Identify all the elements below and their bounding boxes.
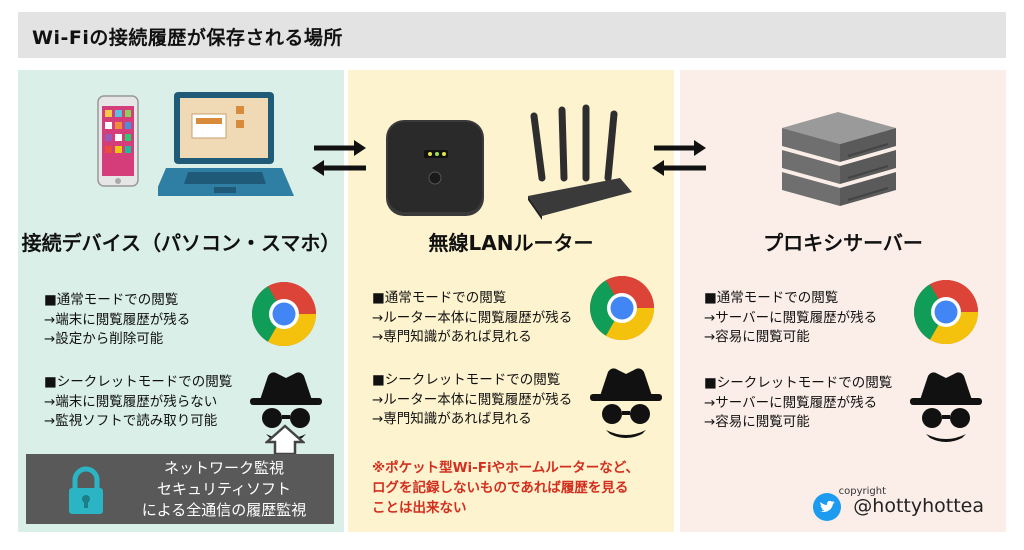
- text-line: ■シークレットモードでの閲覧: [372, 372, 561, 388]
- incognito-icon: [910, 372, 982, 442]
- smartphone-icon: [97, 95, 139, 187]
- copyright-label: copyright: [838, 486, 886, 497]
- text-line: →容易に閲覧可能: [704, 329, 810, 345]
- text-line: →サーバーに閲覧履歴が残る: [704, 394, 878, 411]
- lock-icon: [69, 466, 103, 514]
- secret-mode-text: ■シークレットモードでの閲覧 →ルーター本体に閲覧履歴が残る →専門知識があれば…: [372, 371, 572, 430]
- bidirectional-arrow-icon: [310, 138, 370, 180]
- text-line: ■シークレットモードでの閲覧: [704, 375, 893, 391]
- credit-handle[interactable]: @hottyhottea: [853, 495, 984, 517]
- secret-mode-text: ■シークレットモードでの閲覧 →端末に閲覧履歴が残らない →監視ソフトで読み取り…: [44, 373, 232, 432]
- note-text: ※ポケット型Wi-Fiやホームルーターなど、 ログを記録しないものであれば履歴を…: [372, 458, 639, 518]
- text-line: →専門知識があれば見れる: [372, 411, 532, 427]
- normal-mode-text: ■通常モードでの閲覧 →端末に閲覧履歴が残る →設定から削除可能: [44, 291, 190, 350]
- text-line: →専門知識があれば見れる: [372, 329, 532, 345]
- panel-proxy-server: プロキシサーバー ■通常モードでの閲覧 →サーバーに閲覧履歴が残る →容易に閲覧…: [680, 70, 1006, 532]
- chrome-icon: [590, 276, 654, 340]
- server-icon: [782, 112, 896, 206]
- normal-mode-text: ■通常モードでの閲覧 →サーバーに閲覧履歴が残る →容易に閲覧可能: [704, 289, 877, 348]
- monitoring-software-box: ネットワーク監視 セキュリティソフト による全通信の履歴監視: [26, 454, 334, 524]
- panel-heading: 接続デバイス（パソコン・スマホ）: [21, 231, 341, 255]
- text-line: →端末に閲覧履歴が残る: [44, 311, 191, 328]
- text-line: →サーバーに閲覧履歴が残る: [704, 309, 878, 326]
- text-line: セキュリティソフト: [156, 480, 292, 498]
- chrome-icon: [252, 282, 316, 346]
- laptop-icon: [158, 92, 294, 196]
- text-line: →設定から削除可能: [44, 331, 164, 347]
- text-line: →容易に閲覧可能: [704, 414, 810, 430]
- text-line: ■通常モードでの閲覧: [372, 290, 507, 306]
- bidirectional-arrow-icon: [650, 138, 710, 180]
- panel-connected-device: 接続デバイス（パソコン・スマホ） ■通常モードでの閲覧 →端末に閲覧履歴が残る …: [18, 70, 344, 532]
- panel-heading: 無線LANルーター: [428, 231, 594, 255]
- text-line: ■通常モードでの閲覧: [44, 292, 179, 308]
- text-line: ログを記録しないものであれば履歴を見る: [372, 480, 629, 496]
- text-line: →端末に閲覧履歴が残らない: [44, 393, 218, 410]
- text-line: ことは出来ない: [372, 500, 467, 516]
- secret-mode-text: ■シークレットモードでの閲覧 →サーバーに閲覧履歴が残る →容易に閲覧可能: [704, 374, 892, 433]
- up-arrow-icon: [265, 424, 305, 456]
- text-line: ■通常モードでの閲覧: [704, 290, 839, 306]
- normal-mode-text: ■通常モードでの閲覧 →ルーター本体に閲覧履歴が残る →専門知識があれば見れる: [372, 289, 572, 348]
- panel-wireless-router: 無線LANルーター ■通常モードでの閲覧 →ルーター本体に閲覧履歴が残る →専門…: [348, 70, 674, 532]
- monitoring-text: ネットワーク監視 セキュリティソフト による全通信の履歴監視: [124, 458, 324, 521]
- panel-heading: プロキシサーバー: [763, 231, 923, 255]
- page-title: Wi-Fiの接続履歴が保存される場所: [32, 27, 343, 49]
- chrome-icon: [914, 280, 978, 344]
- text-line: →監視ソフトで読み取り可能: [44, 413, 218, 429]
- router-icon: [528, 104, 632, 220]
- text-line: ■シークレットモードでの閲覧: [44, 374, 233, 390]
- text-line: ネットワーク監視: [163, 459, 284, 477]
- text-line: →ルーター本体に閲覧履歴が残る: [372, 391, 573, 408]
- twitter-icon[interactable]: [812, 492, 842, 522]
- title-bar: Wi-Fiの接続履歴が保存される場所: [18, 12, 1006, 58]
- text-line: による全通信の履歴監視: [141, 501, 307, 519]
- incognito-icon: [590, 368, 662, 438]
- text-line: ※ポケット型Wi-Fiやホームルーターなど、: [372, 460, 640, 476]
- pocket-wifi-icon: [386, 120, 484, 216]
- text-line: →ルーター本体に閲覧履歴が残る: [372, 309, 573, 326]
